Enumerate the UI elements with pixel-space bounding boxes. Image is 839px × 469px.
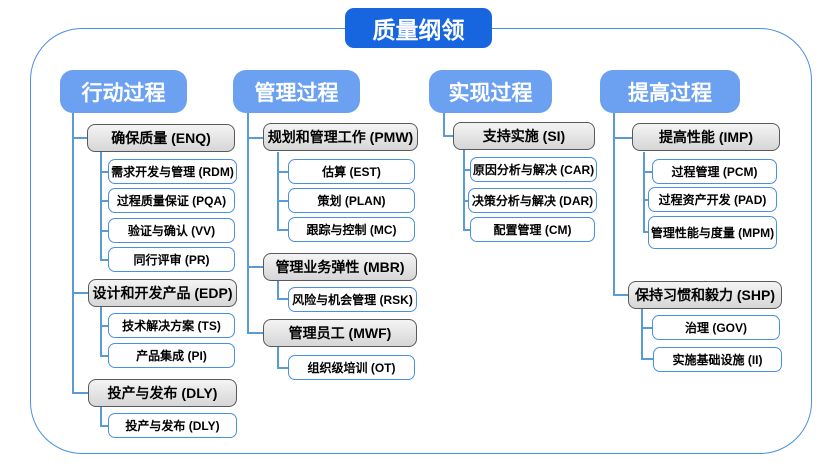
- connector: [277, 152, 279, 230]
- connector: [277, 347, 279, 368]
- connector: [100, 200, 108, 202]
- node-pi: 产品集成 (PI): [108, 343, 235, 368]
- node-rsk: 风险与机会管理 (RSK): [288, 287, 417, 312]
- connector: [641, 358, 653, 360]
- connector: [613, 137, 632, 139]
- connector: [443, 135, 453, 137]
- node-ts: 技术解决方案 (TS): [108, 313, 235, 338]
- node-rdm: 需求开发与管理 (RDM): [108, 159, 237, 184]
- column-header-implementation: 实现过程: [429, 70, 552, 113]
- node-plan: 策划 (PLAN): [288, 188, 415, 213]
- connector: [100, 307, 102, 356]
- connector: [100, 171, 108, 173]
- node-cm: 配置管理 (CM): [470, 217, 595, 242]
- node-mc: 跟踪与控制 (MC): [288, 217, 415, 242]
- connector: [247, 266, 263, 268]
- node-pcm: 过程管理 (PCM): [652, 159, 777, 184]
- connector: [247, 332, 263, 334]
- node-pmw: 规划和管理工作 (PMW): [263, 123, 418, 151]
- connector: [463, 169, 470, 171]
- node-car: 原因分析与解决 (CAR): [470, 157, 597, 182]
- connector: [100, 230, 108, 232]
- node-edp: 设计和开发产品 (EDP): [88, 279, 237, 307]
- column-header-management: 管理过程: [233, 70, 360, 113]
- node-pr: 同行评审 (PR): [108, 247, 235, 272]
- node-gov: 治理 (GOV): [652, 315, 780, 340]
- connector: [443, 113, 445, 136]
- node-enq: 确保质量 (ENQ): [87, 124, 235, 152]
- node-vv: 验证与确认 (VV): [108, 218, 235, 243]
- connector: [277, 281, 279, 299]
- connector: [613, 294, 628, 296]
- node-pad: 过程资产开发 (PAD): [648, 187, 777, 212]
- connector: [641, 309, 643, 359]
- node-si: 支持实施 (SI): [453, 122, 595, 150]
- connector: [613, 113, 615, 295]
- connector: [72, 292, 88, 294]
- node-imp: 提高性能 (IMP): [632, 123, 780, 151]
- connector: [72, 137, 87, 139]
- node-shp: 保持习惯和毅力 (SHP): [628, 281, 782, 309]
- connector: [100, 259, 108, 261]
- connector: [463, 200, 468, 202]
- connector: [72, 113, 74, 393]
- connector: [643, 231, 648, 233]
- node-dly: 投产与发布 (DLY): [88, 379, 237, 407]
- connector: [643, 171, 652, 173]
- node-dly-child: 投产与发布 (DLY): [108, 413, 237, 438]
- connector: [277, 200, 288, 202]
- connector: [277, 367, 288, 369]
- connector: [100, 407, 102, 426]
- column-header-action: 行动过程: [60, 70, 187, 113]
- connector: [643, 152, 645, 232]
- connector: [643, 199, 648, 201]
- connector: [277, 171, 288, 173]
- node-mpm: 管理性能与度量 (MPM): [648, 216, 777, 249]
- connector: [463, 229, 470, 231]
- connector: [100, 425, 108, 427]
- connector: [72, 392, 88, 394]
- connector: [277, 229, 288, 231]
- connector: [641, 327, 652, 329]
- node-pqa: 过程质量保证 (PQA): [108, 188, 235, 213]
- node-mwf: 管理员工 (MWF): [263, 319, 417, 347]
- connector: [463, 150, 465, 230]
- connector: [247, 137, 263, 139]
- connector: [247, 113, 249, 333]
- connector: [100, 355, 108, 357]
- node-dar: 决策分析与解决 (DAR): [468, 188, 597, 213]
- connector: [100, 325, 108, 327]
- node-est: 估算 (EST): [288, 159, 415, 184]
- connector: [100, 152, 102, 260]
- node-ot: 组织级培训 (OT): [288, 355, 415, 380]
- node-mbr: 管理业务弹性 (MBR): [263, 253, 417, 281]
- node-ii: 实施基础设施 (II): [653, 347, 782, 372]
- connector: [277, 298, 288, 300]
- column-header-improvement: 提高过程: [600, 70, 740, 113]
- root-node: 质量纲领: [345, 8, 492, 48]
